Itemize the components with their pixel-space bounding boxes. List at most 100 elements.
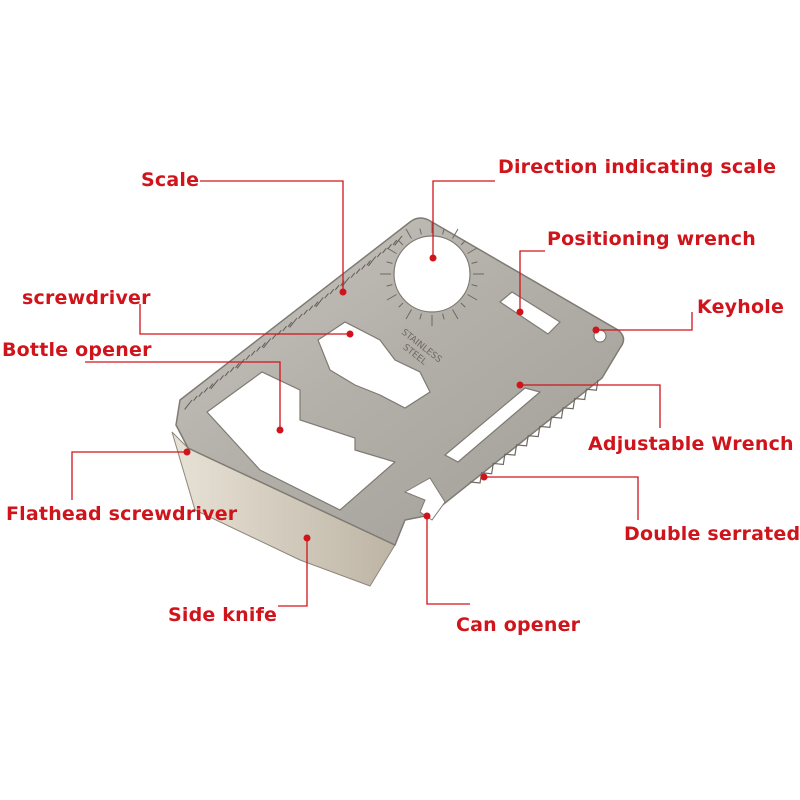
- direction-tick: [460, 302, 466, 308]
- ruler-tick: [329, 288, 335, 295]
- direction-tick: [398, 240, 404, 246]
- direction-tick: [442, 228, 445, 235]
- direction-scale-ticks: [380, 222, 484, 326]
- ruler-tick: [229, 366, 235, 373]
- can-opener-notch: [403, 477, 446, 521]
- ruler-tick: [387, 243, 392, 250]
- direction-tick: [471, 261, 478, 264]
- direction-tick: [386, 261, 393, 264]
- label-adjustable: Adjustable Wrench: [588, 433, 794, 455]
- leader-flathead: [71, 451, 185, 500]
- ruler-tick: [282, 325, 287, 332]
- direction-tick: [419, 313, 422, 320]
- ruler-tick: [198, 391, 203, 397]
- leader-dots: [183, 254, 600, 542]
- leader-positioning: [519, 250, 545, 310]
- dot-serrated: [480, 473, 488, 481]
- label-can: Can opener: [456, 614, 581, 636]
- direction-tick: [405, 228, 412, 239]
- ruler-tick: [236, 358, 245, 369]
- direction-tick: [405, 309, 412, 320]
- ruler-tick: [256, 346, 261, 352]
- direction-tick: [467, 247, 478, 254]
- adjustable-wrench-slot: [443, 387, 542, 463]
- ruler-tick: [271, 334, 277, 340]
- label-bottle: Bottle opener: [2, 339, 152, 361]
- ruler-tick: [303, 309, 308, 315]
- dot-can: [423, 512, 431, 520]
- ruler-tick: [287, 321, 293, 328]
- ruler-tick: [367, 256, 377, 267]
- label-direction: Direction indicating scale: [498, 156, 777, 178]
- dot-adjustable: [516, 381, 524, 389]
- ruler-tick: [219, 375, 224, 381]
- ruler-tick: [361, 264, 366, 270]
- dot-scale: [339, 288, 347, 296]
- ruler-tick: [210, 379, 219, 390]
- label-serrated: Double serrated: [624, 523, 800, 545]
- dot-keyhole: [592, 326, 600, 334]
- direction-tick: [386, 294, 397, 301]
- label-flathead: Flathead screwdriver: [6, 503, 238, 525]
- ruler-tick: [235, 362, 240, 369]
- label-positioning: Positioning wrench: [547, 228, 756, 250]
- direction-tick: [460, 240, 466, 246]
- ruler-tick: [193, 395, 198, 401]
- direction-tick: [452, 228, 459, 239]
- ruler-tick: [376, 252, 382, 258]
- ruler-tick: [262, 338, 272, 349]
- dot-flathead: [183, 448, 191, 456]
- leader-keyhole: [598, 312, 693, 331]
- direction-tick: [442, 313, 445, 320]
- leader-adjustable: [522, 384, 661, 428]
- leader-bottle: [85, 361, 281, 428]
- direction-tick: [452, 309, 459, 320]
- ruler-tick: [184, 399, 193, 410]
- direction-tick: [471, 284, 478, 287]
- ruler-tick: [350, 272, 356, 278]
- ruler-tick: [261, 342, 266, 348]
- direction-tick: [386, 247, 397, 254]
- dot-screwdriver: [346, 330, 354, 338]
- ruler-tick: [245, 354, 251, 360]
- leader-direction: [432, 180, 495, 256]
- double-serrated-teeth: [469, 379, 599, 484]
- direction-tick: [386, 284, 393, 287]
- ruler-tick: [203, 387, 209, 393]
- leader-screwdriver: [139, 304, 348, 335]
- leader-scale: [200, 180, 344, 290]
- leader-can: [426, 518, 470, 605]
- ruler-tick: [289, 317, 298, 328]
- direction-tick: [419, 228, 422, 235]
- positioning-wrench-slot: [498, 291, 561, 335]
- ruler-tick: [366, 260, 371, 266]
- bottle-opener-cutout: [317, 321, 431, 409]
- direction-scale-hole: [393, 235, 471, 313]
- direction-tick: [398, 302, 404, 308]
- dot-positioning: [516, 308, 524, 316]
- dot-bottle: [276, 426, 284, 434]
- ruler-tick: [355, 268, 361, 274]
- dot-direction: [429, 254, 437, 262]
- ruler-tick: [324, 293, 329, 299]
- ruler-tick: [334, 284, 340, 291]
- ruler-tick: [394, 235, 403, 246]
- leader-serrated: [486, 476, 639, 520]
- ruler-tick: [208, 383, 214, 389]
- flathead-cutout: [206, 371, 397, 511]
- scale-ruler-ticks: [184, 235, 403, 410]
- ruler-tick: [250, 350, 256, 356]
- ruler-tick: [382, 247, 387, 254]
- label-knife: Side knife: [168, 604, 278, 626]
- leader-lines: [71, 180, 693, 607]
- ruler-tick: [313, 301, 319, 307]
- ruler-tick: [298, 313, 303, 319]
- ruler-tick: [224, 370, 230, 377]
- label-screwdriver: screwdriver: [22, 287, 151, 309]
- ruler-tick: [315, 297, 324, 308]
- dot-knife: [303, 534, 311, 542]
- leader-knife: [278, 540, 308, 607]
- ruler-tick: [308, 305, 314, 311]
